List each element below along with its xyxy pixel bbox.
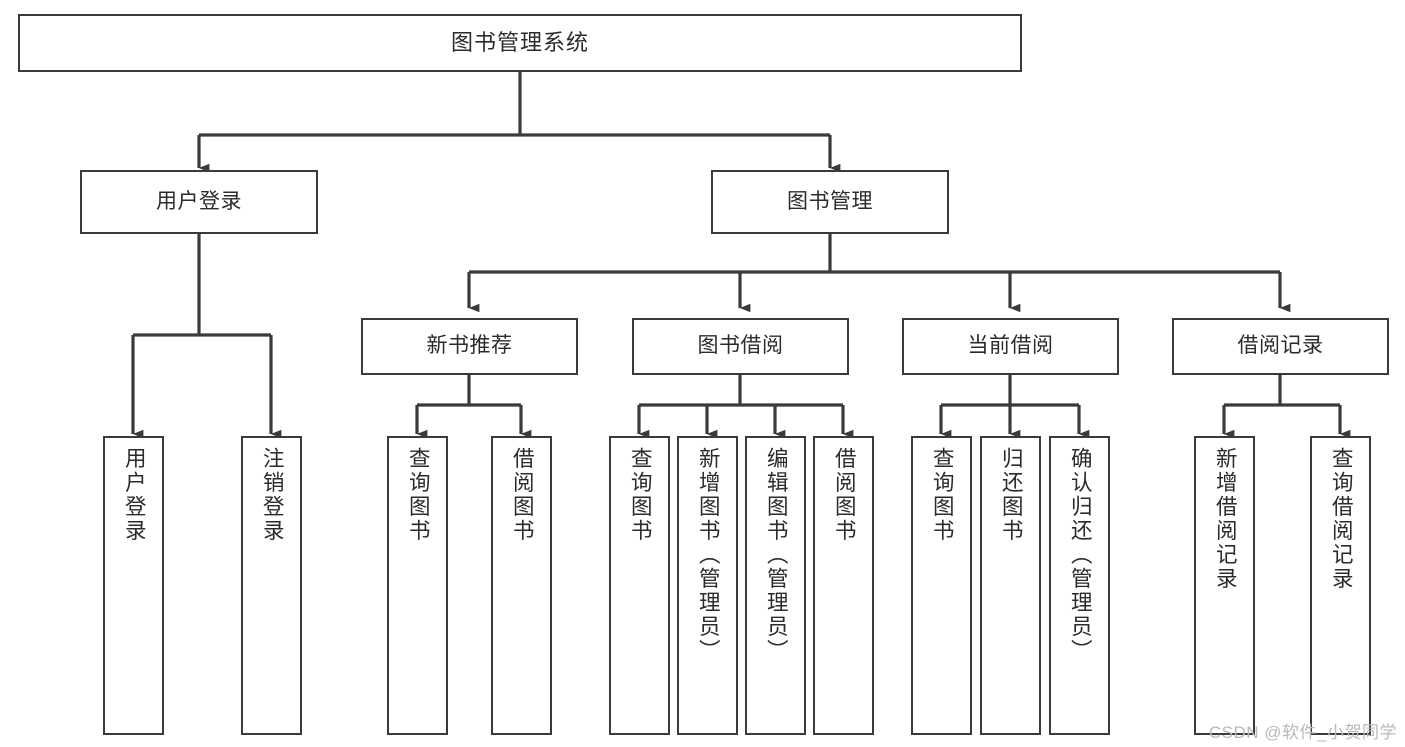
node-leaf-add-record-label: 新增借阅记录 [1213, 447, 1238, 591]
node-current-borrow[interactable]: 当前借阅 [902, 318, 1119, 375]
node-leaf-add-book[interactable]: 新增图书（管理员） [677, 436, 738, 735]
node-root[interactable]: 图书管理系统 [18, 14, 1022, 72]
node-leaf-return-book-label: 归还图书 [999, 447, 1024, 543]
node-current-borrow-label: 当前借阅 [967, 334, 1054, 358]
node-leaf-edit-book[interactable]: 编辑图书（管理员） [745, 436, 806, 735]
node-leaf-borrow-book-2[interactable]: 借阅图书 [813, 436, 874, 735]
node-leaf-query-book-1-label: 查询图书 [406, 447, 431, 543]
node-leaf-query-record[interactable]: 查询借阅记录 [1310, 436, 1371, 735]
node-root-label: 图书管理系统 [450, 30, 589, 56]
node-borrow-record[interactable]: 借阅记录 [1172, 318, 1389, 375]
node-book-borrow[interactable]: 图书借阅 [632, 318, 849, 375]
node-leaf-borrow-book-1-label: 借阅图书 [510, 447, 535, 543]
node-book-manage[interactable]: 图书管理 [711, 170, 949, 234]
node-leaf-query-book-2-label: 查询图书 [628, 447, 653, 543]
node-leaf-user-login-label: 用户登录 [122, 447, 147, 543]
node-leaf-logout[interactable]: 注销登录 [241, 436, 302, 735]
node-leaf-user-login[interactable]: 用户登录 [103, 436, 164, 735]
node-new-book-rec-label: 新书推荐 [426, 334, 513, 358]
node-leaf-query-book-3-label: 查询图书 [930, 447, 955, 543]
node-book-borrow-label: 图书借阅 [697, 334, 784, 358]
node-leaf-borrow-book-1[interactable]: 借阅图书 [491, 436, 552, 735]
node-leaf-edit-book-label: 编辑图书（管理员） [764, 447, 789, 663]
node-leaf-return-book[interactable]: 归还图书 [980, 436, 1041, 735]
node-leaf-logout-label: 注销登录 [260, 447, 285, 543]
node-leaf-confirm-return[interactable]: 确认归还（管理员） [1049, 436, 1110, 735]
node-leaf-confirm-return-label: 确认归还（管理员） [1068, 447, 1093, 663]
node-leaf-add-book-label: 新增图书（管理员） [696, 447, 721, 663]
node-user-login[interactable]: 用户登录 [80, 170, 318, 234]
node-leaf-borrow-book-2-label: 借阅图书 [832, 447, 857, 543]
node-leaf-query-book-1[interactable]: 查询图书 [387, 436, 448, 735]
node-leaf-query-record-label: 查询借阅记录 [1329, 447, 1354, 591]
watermark-text: CSDN @软件_小贺同学 [1208, 723, 1397, 742]
node-book-manage-label: 图书管理 [787, 189, 873, 213]
node-user-login-label: 用户登录 [156, 189, 242, 213]
node-new-book-rec[interactable]: 新书推荐 [361, 318, 578, 375]
node-leaf-query-book-2[interactable]: 查询图书 [609, 436, 670, 735]
node-leaf-add-record[interactable]: 新增借阅记录 [1194, 436, 1255, 735]
node-borrow-record-label: 借阅记录 [1237, 334, 1324, 358]
node-leaf-query-book-3[interactable]: 查询图书 [911, 436, 972, 735]
